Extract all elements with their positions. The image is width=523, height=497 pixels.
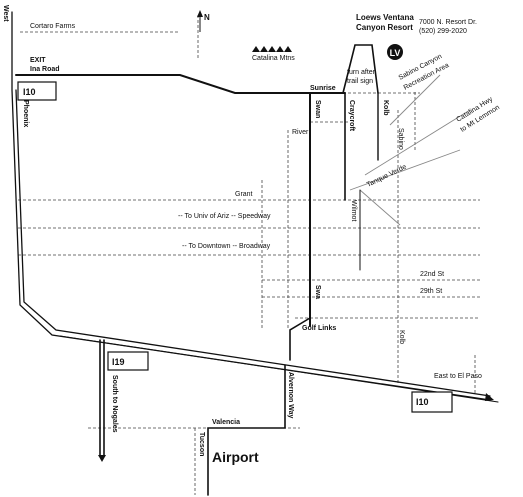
craycroft-label: Craycroft xyxy=(348,100,355,132)
north-label: N xyxy=(204,13,210,22)
22nd-st-label: 22nd St xyxy=(420,271,444,278)
resort-logo-icon: LV xyxy=(387,44,403,60)
valencia-alvernon-road xyxy=(207,364,286,496)
i10-west-shield: I10 xyxy=(17,81,57,101)
sabino-vertical-label: Sabino xyxy=(397,128,404,150)
tucson-blvd-label: Tucson xyxy=(198,432,205,456)
mountains-label: Catalina Mtns xyxy=(252,55,295,62)
hotel-address: 7000 N. Resort Dr. xyxy=(419,19,477,26)
i10-highway-inner xyxy=(15,89,491,397)
exit-label: EXIT xyxy=(30,57,46,64)
sabino-canyon-road xyxy=(389,74,441,126)
ina-sunrise-road xyxy=(15,74,346,94)
svg-text:I19: I19 xyxy=(112,357,125,367)
south-nogales-label: South to Nogales xyxy=(111,375,118,433)
trail-note-2: trail sign xyxy=(347,78,373,85)
swan-label-low: Swa xyxy=(314,285,321,299)
cortaro-label: Cortaro Farms xyxy=(30,23,76,30)
kolb-label-low: Kolb xyxy=(398,330,405,344)
ina-label: Ina Road xyxy=(30,66,60,73)
svg-text:LV: LV xyxy=(390,48,401,58)
north-arrow-icon xyxy=(197,10,203,17)
phoenix-label: Phoenix xyxy=(22,100,29,127)
tanque-label: Tanque Verde xyxy=(366,164,408,189)
mountains-icon xyxy=(252,46,292,52)
svg-text:I10: I10 xyxy=(23,87,36,97)
catalina-hwy-road xyxy=(364,109,471,176)
golf-links-label: Golf Links xyxy=(302,325,336,332)
kolb-label-top: Kolb xyxy=(382,100,389,116)
west-label: West xyxy=(2,5,9,22)
airport-label: Airport xyxy=(212,449,259,465)
trail-note-1: turn after xyxy=(347,69,376,76)
speedway-label: -- To Univ of Ariz -- Speedway xyxy=(178,213,271,220)
wilmot-label: Wilmot xyxy=(350,200,357,221)
east-arrow xyxy=(485,393,494,401)
sunrise-label: Sunrise xyxy=(310,85,336,92)
resort-drive xyxy=(342,44,379,94)
south-arrow xyxy=(98,455,106,462)
i19-shield: I19 xyxy=(107,351,149,371)
hotel-name-2: Canyon Resort xyxy=(356,23,413,32)
grant-label: Grant xyxy=(235,191,253,198)
golf-links-road xyxy=(289,317,311,361)
tanque-verde-road xyxy=(349,149,461,191)
swan-label-top: Swan xyxy=(314,100,321,118)
i10-east-shield: I10 xyxy=(411,391,453,413)
alvernon-label: Alvernon Way xyxy=(287,372,294,419)
valencia-label: Valencia xyxy=(212,419,240,426)
29th-st-label: 29th St xyxy=(420,288,442,295)
arrows xyxy=(98,10,494,462)
kolb-bend xyxy=(359,189,401,226)
svg-text:I10: I10 xyxy=(416,397,429,407)
broadway-label: -- To Downtown -- Broadway xyxy=(182,243,271,250)
hotel-phone: (520) 299-2020 xyxy=(419,28,467,35)
secondary-roads xyxy=(349,74,471,226)
river-label: River xyxy=(292,129,309,136)
el-paso-label: East to El Paso xyxy=(434,373,482,380)
dashed-roads xyxy=(18,15,480,495)
major-roads xyxy=(11,11,499,496)
hotel-name-1: Loews Ventana xyxy=(356,13,414,22)
